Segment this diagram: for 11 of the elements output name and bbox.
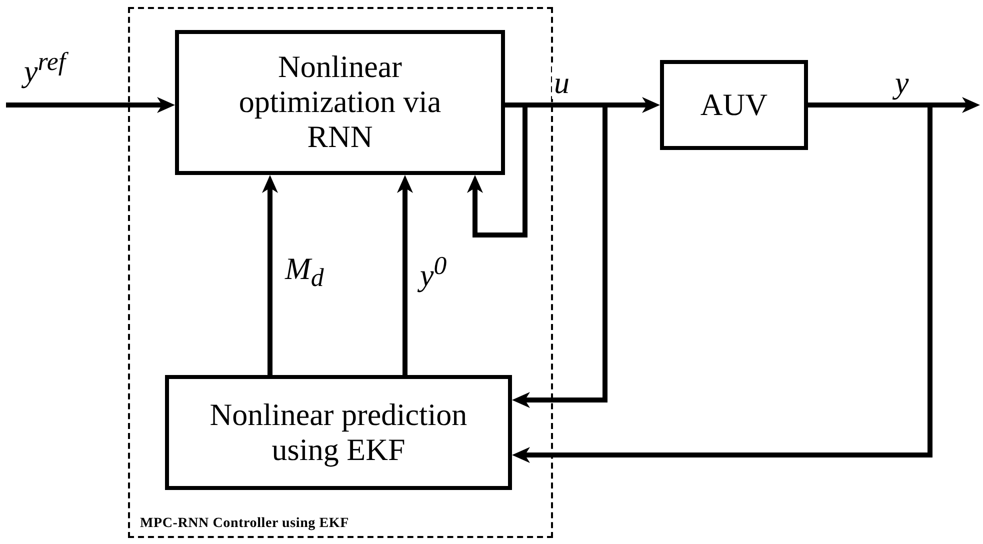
node-label: Nonlinear optimization via RNN (238, 50, 442, 155)
process-box (660, 60, 808, 150)
edge-label: u (552, 66, 572, 99)
arrow (6, 97, 175, 113)
group-title: MPC-RNN Controller using EKF (140, 516, 349, 532)
node-label: AUV (700, 88, 768, 122)
process-box (175, 30, 505, 175)
arrow (397, 175, 413, 375)
node-label: Nonlinear prediction using EKF (208, 398, 468, 468)
arrow (262, 175, 278, 375)
process-box (165, 375, 512, 490)
